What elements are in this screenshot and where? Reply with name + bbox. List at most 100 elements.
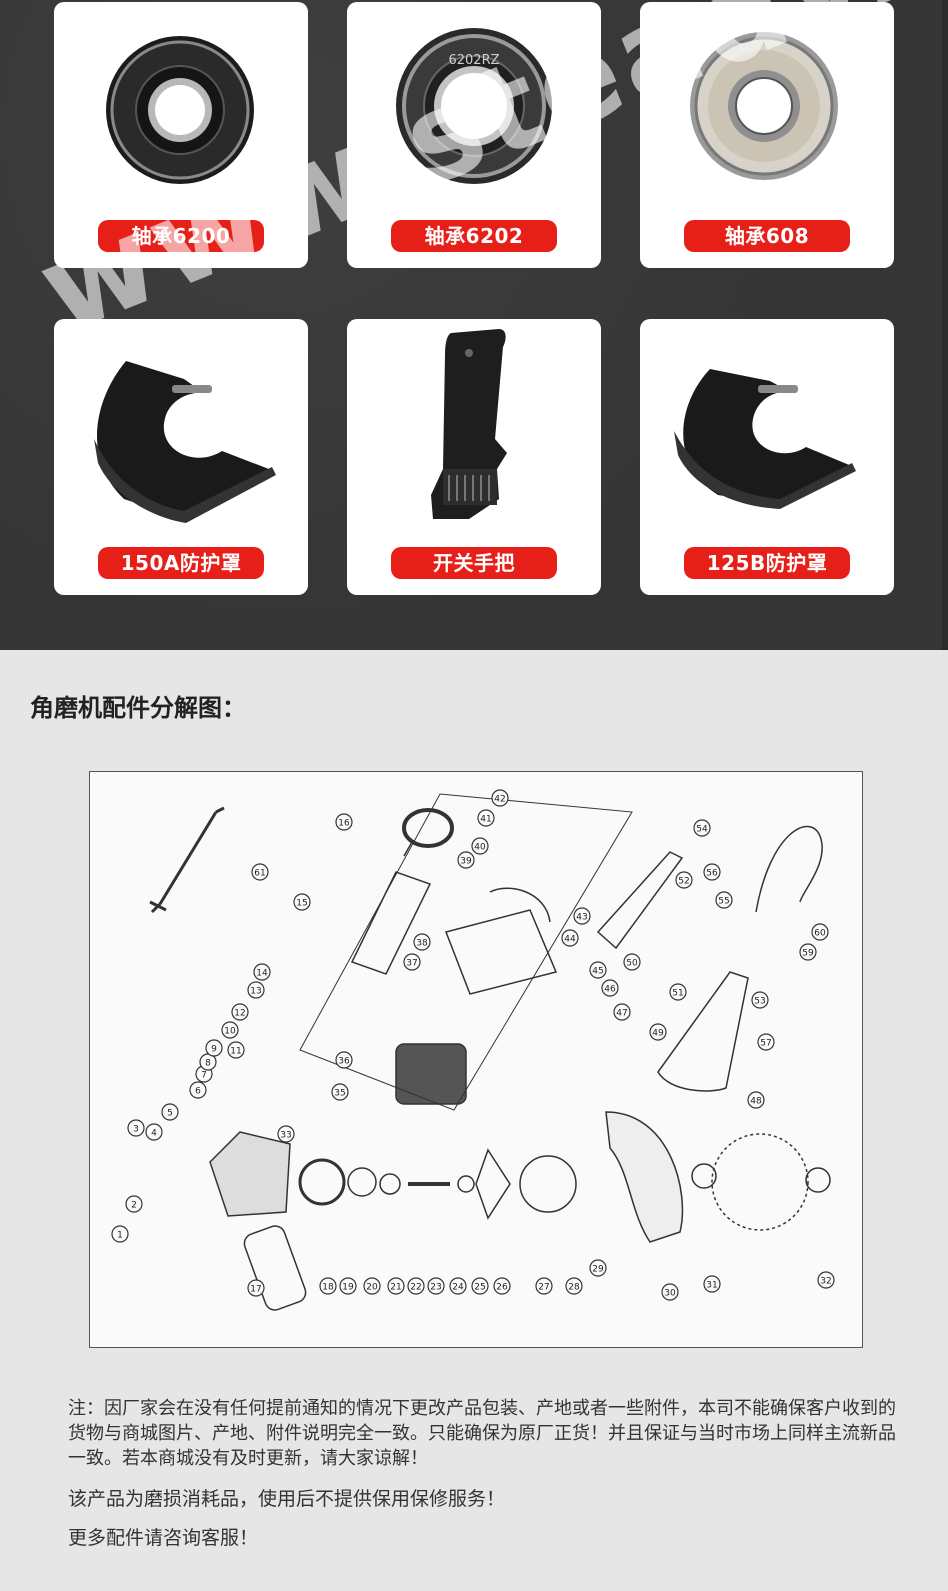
- svg-text:37: 37: [406, 959, 417, 969]
- callout-17: 17: [247, 1279, 265, 1297]
- callout-6: 6: [189, 1081, 207, 1099]
- svg-text:11: 11: [230, 1047, 241, 1057]
- callout-39: 39: [457, 851, 475, 869]
- svg-text:54: 54: [696, 825, 708, 835]
- callout-49: 49: [649, 1023, 667, 1041]
- callout-55: 55: [715, 891, 733, 909]
- part-label: 轴承6200: [98, 220, 264, 252]
- callout-4: 4: [145, 1123, 163, 1141]
- svg-text:44: 44: [564, 935, 576, 945]
- svg-text:36: 36: [338, 1057, 350, 1067]
- callout-32: 32: [817, 1271, 835, 1289]
- svg-text:59: 59: [802, 949, 814, 959]
- svg-text:24: 24: [452, 1283, 464, 1293]
- diagram-parts: [149, 793, 831, 1311]
- svg-text:8: 8: [205, 1059, 211, 1069]
- svg-text:20: 20: [366, 1283, 378, 1293]
- callout-37: 37: [403, 953, 421, 971]
- callout-8: 8: [199, 1053, 217, 1071]
- guard-icon: [674, 369, 856, 509]
- svg-text:33: 33: [280, 1131, 291, 1141]
- svg-text:45: 45: [592, 967, 603, 977]
- callout-42: 42: [491, 789, 509, 807]
- callout-52: 52: [675, 871, 693, 889]
- callout-35: 35: [331, 1083, 349, 1101]
- callout-23: 23: [427, 1277, 445, 1295]
- svg-text:1: 1: [117, 1231, 123, 1241]
- part-card-guard-150a[interactable]: 150A防护罩: [54, 319, 308, 595]
- svg-text:25: 25: [474, 1283, 485, 1293]
- svg-text:26: 26: [496, 1283, 508, 1293]
- svg-text:12: 12: [234, 1009, 245, 1019]
- part-card-bearing-6202[interactable]: 6202RZ 轴承6202: [347, 2, 601, 268]
- bearing-icon: [690, 32, 838, 180]
- svg-text:21: 21: [390, 1283, 401, 1293]
- part-label: 轴承608: [684, 220, 850, 252]
- svg-text:53: 53: [754, 997, 765, 1007]
- svg-text:35: 35: [334, 1089, 345, 1099]
- svg-text:29: 29: [592, 1265, 604, 1275]
- svg-text:52: 52: [678, 877, 689, 887]
- callout-38: 38: [413, 933, 431, 951]
- callout-22: 22: [407, 1277, 425, 1295]
- part-label: 开关手把: [391, 547, 557, 579]
- disclaimer-text: 注：因厂家会在没有任何提前通知的情况下更改产品包装、产地或者一些附件，本司不能确…: [68, 1398, 896, 1469]
- svg-text:47: 47: [616, 1009, 627, 1019]
- svg-text:7: 7: [201, 1071, 207, 1081]
- svg-text:39: 39: [460, 857, 472, 867]
- svg-text:2: 2: [131, 1201, 137, 1211]
- callout-27: 27: [535, 1277, 553, 1295]
- callout-26: 26: [493, 1277, 511, 1295]
- svg-text:30: 30: [664, 1289, 676, 1299]
- svg-text:42: 42: [494, 795, 505, 805]
- svg-text:32: 32: [820, 1277, 831, 1287]
- callout-21: 21: [387, 1277, 405, 1295]
- svg-text:4: 4: [151, 1129, 157, 1139]
- svg-text:38: 38: [416, 939, 428, 949]
- svg-text:15: 15: [296, 899, 307, 909]
- svg-text:27: 27: [538, 1283, 549, 1293]
- callout-61: 61: [251, 863, 269, 881]
- svg-text:50: 50: [626, 959, 638, 969]
- svg-text:17: 17: [250, 1285, 261, 1295]
- svg-text:41: 41: [480, 815, 491, 825]
- part-card-bearing-608[interactable]: 轴承608: [640, 2, 894, 268]
- part-card-guard-125b[interactable]: 125B防护罩: [640, 319, 894, 595]
- callout-31: 31: [703, 1275, 721, 1293]
- notes: 注：因厂家会在没有任何提前通知的情况下更改产品包装、产地或者一些附件，本司不能确…: [68, 1396, 898, 1551]
- callout-3: 3: [127, 1119, 145, 1137]
- callout-16: 16: [335, 813, 353, 831]
- edge-strip: [942, 0, 948, 650]
- bearing-icon: 6202RZ: [396, 28, 552, 184]
- callout-43: 43: [573, 907, 591, 925]
- svg-text:43: 43: [576, 913, 587, 923]
- part-card-switch-handle[interactable]: 开关手把: [347, 319, 601, 595]
- svg-text:23: 23: [430, 1283, 441, 1293]
- svg-text:13: 13: [250, 987, 261, 997]
- callout-1: 1: [111, 1225, 129, 1243]
- callout-30: 30: [661, 1283, 679, 1301]
- callout-36: 36: [335, 1051, 353, 1069]
- svg-text:14: 14: [256, 969, 268, 979]
- callout-48: 48: [747, 1091, 765, 1109]
- svg-text:60: 60: [814, 929, 826, 939]
- callout-53: 53: [751, 991, 769, 1009]
- callout-15: 15: [293, 893, 311, 911]
- part-label: 轴承6202: [391, 220, 557, 252]
- part-label: 125B防护罩: [684, 547, 850, 579]
- svg-text:57: 57: [760, 1039, 771, 1049]
- callout-57: 57: [757, 1033, 775, 1051]
- callout-47: 47: [613, 1003, 631, 1021]
- handle-icon: [431, 329, 507, 519]
- callout-41: 41: [477, 809, 495, 827]
- svg-text:48: 48: [750, 1097, 762, 1107]
- svg-text:10: 10: [224, 1027, 236, 1037]
- svg-text:3: 3: [133, 1125, 139, 1135]
- callout-5: 5: [161, 1103, 179, 1121]
- callout-28: 28: [565, 1277, 583, 1295]
- part-card-bearing-6200[interactable]: 轴承6200: [54, 2, 308, 268]
- more-parts-text: 更多配件请咨询客服！: [68, 1527, 259, 1549]
- callout-29: 29: [589, 1259, 607, 1277]
- svg-text:51: 51: [672, 989, 683, 999]
